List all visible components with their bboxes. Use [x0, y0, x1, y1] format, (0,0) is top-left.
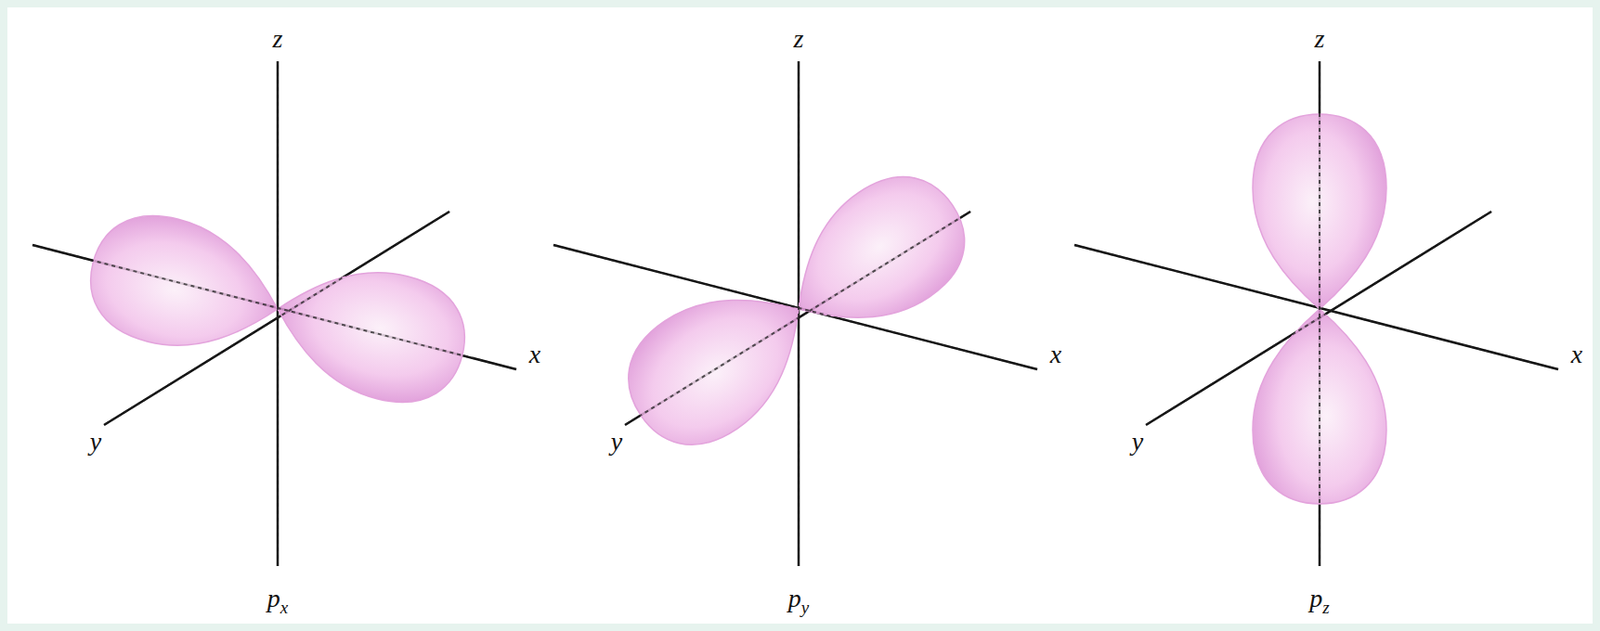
axis-label: y — [90, 429, 102, 456]
axis-label: x — [1050, 341, 1062, 368]
hidden-axis — [1074, 245, 1559, 370]
orbital-name: py — [788, 585, 809, 612]
hidden-axis — [104, 211, 450, 426]
z-axis — [797, 61, 801, 567]
axis-label: y — [611, 429, 623, 456]
orbital-lobe — [262, 247, 479, 417]
axis-label: z — [273, 26, 284, 53]
hidden-axis — [1318, 61, 1321, 567]
x-axis — [553, 245, 1038, 370]
orbital-panel — [1074, 61, 1559, 567]
orbital-lobe — [78, 201, 294, 371]
z-axis — [276, 61, 280, 567]
axis-label: x — [1571, 341, 1583, 368]
hidden-axis — [553, 245, 1038, 370]
orbital-panel — [32, 61, 517, 567]
white-ground — [7, 7, 1593, 625]
hidden-axis — [624, 211, 971, 426]
hidden-axis — [1145, 211, 1492, 426]
hidden-axis — [276, 61, 279, 567]
axis-label: z — [793, 26, 805, 53]
axis-label: z — [1314, 26, 1326, 53]
orbital-lobe — [763, 153, 989, 363]
orbital-name: px — [267, 585, 288, 612]
hidden-axis — [32, 245, 517, 370]
axis-label: y — [1131, 429, 1144, 456]
axis-label: x — [529, 341, 541, 368]
orbital-panel — [553, 61, 1038, 567]
hidden-axis — [797, 61, 800, 567]
orbital-name: pz — [1309, 585, 1329, 612]
